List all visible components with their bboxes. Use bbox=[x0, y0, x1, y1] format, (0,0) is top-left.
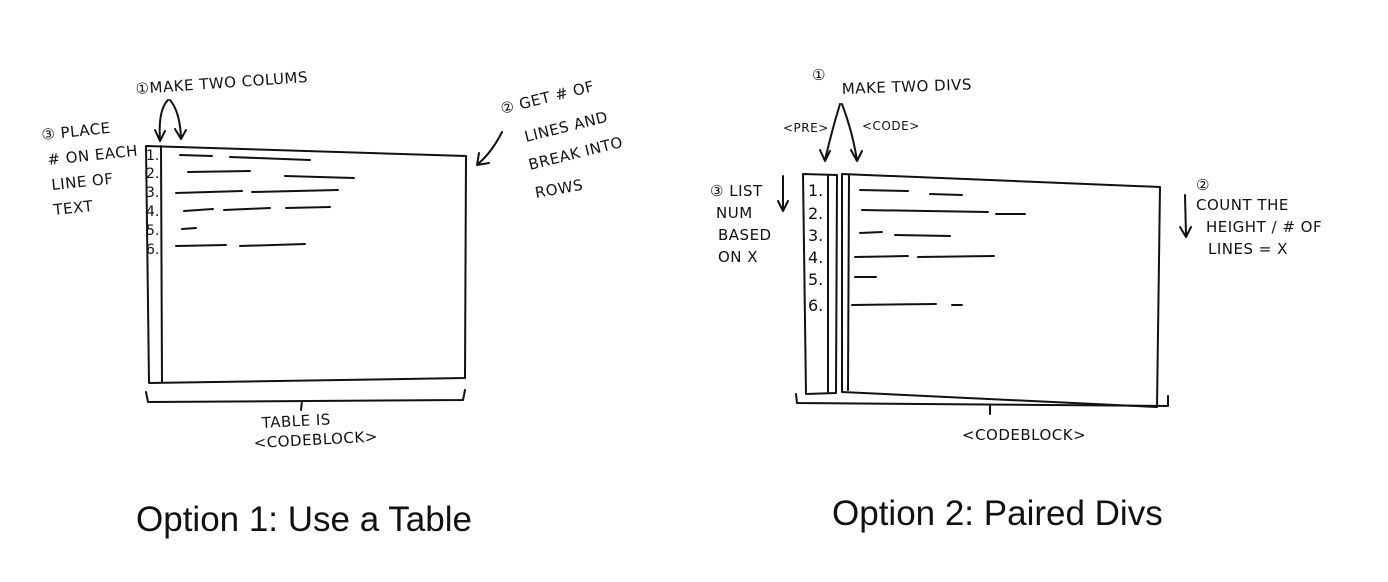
divs-bottom-note: <CODEBLOCK> bbox=[962, 426, 1086, 444]
table-line-number: 5. bbox=[146, 223, 159, 239]
step3-note-line3: BASED bbox=[718, 226, 772, 244]
option1-caption: Option 1: Use a Table bbox=[136, 500, 472, 539]
step3-note-line3: LINE OF bbox=[51, 170, 115, 194]
divs-line-number: 2. bbox=[808, 204, 823, 223]
step2-note-line1: ② GET # OF bbox=[499, 77, 597, 118]
code-label: <CODE> bbox=[862, 119, 920, 133]
step2-marker: ② bbox=[1196, 176, 1210, 194]
step2-note-line4: ROWS bbox=[534, 176, 585, 202]
divs-line-number: 1. bbox=[808, 181, 823, 200]
divs-line-number: 6. bbox=[808, 296, 823, 315]
step3-note-line1: ③ LIST bbox=[710, 182, 763, 200]
table-bottom-bracket bbox=[145, 389, 466, 411]
step3-note-line4: ON X bbox=[718, 248, 758, 266]
step1-arrow-left bbox=[154, 99, 169, 142]
pre-div-box bbox=[802, 173, 838, 395]
option2-annotations: ① MAKE TWO DIVS <PRE> <CODE> ③ LIST NUM … bbox=[710, 66, 1322, 444]
step1-note: ①MAKE TWO COLUMS bbox=[135, 68, 308, 98]
table-line-number: 2. bbox=[146, 166, 159, 182]
table-line-number: 6. bbox=[146, 242, 159, 258]
divs-bottom-bracket bbox=[795, 393, 1169, 415]
code-arrow bbox=[841, 103, 863, 162]
step2-note-line3: LINES = X bbox=[1208, 240, 1288, 258]
pre-label: <PRE> bbox=[783, 121, 829, 135]
step2-note-line2: HEIGHT / # OF bbox=[1206, 218, 1322, 236]
option2-divs-sketch bbox=[777, 103, 1192, 415]
step3-note-line2: NUM bbox=[716, 204, 753, 222]
divs-code-lines bbox=[851, 189, 1026, 306]
table-line-number: 3. bbox=[146, 185, 159, 201]
step3-note-line4: TEXT bbox=[52, 197, 95, 219]
step1-arrow-right bbox=[169, 99, 187, 140]
code-div-inner-line bbox=[847, 175, 850, 391]
table-outer-box bbox=[145, 145, 467, 384]
table-number-column-divider bbox=[160, 145, 163, 383]
step3-down-arrow bbox=[777, 175, 789, 212]
table-bottom-note-line1: TABLE IS bbox=[260, 410, 331, 432]
divs-line-number: 4. bbox=[808, 248, 823, 267]
step1-marker: ① bbox=[812, 66, 826, 84]
option2-caption: Option 2: Paired Divs bbox=[832, 494, 1163, 533]
pre-arrow bbox=[819, 103, 841, 162]
divs-line-number: 5. bbox=[808, 270, 823, 289]
divs-line-number: 3. bbox=[808, 226, 823, 245]
table-code-lines bbox=[175, 154, 355, 247]
step2-arrow bbox=[476, 131, 503, 166]
option1-table-sketch bbox=[145, 99, 503, 411]
step1-note: MAKE TWO DIVS bbox=[842, 75, 973, 98]
step3-note-line1: ③ PLACE bbox=[41, 119, 112, 144]
table-line-number: 4. bbox=[146, 204, 159, 220]
option1-annotations: ①MAKE TWO COLUMS ③ PLACE # ON EACH LINE … bbox=[41, 68, 625, 452]
step2-note-line1: COUNT THE bbox=[1196, 196, 1289, 214]
step3-note-line2: # ON EACH bbox=[47, 142, 139, 169]
step2-down-arrow bbox=[1179, 194, 1192, 238]
code-div-box bbox=[841, 173, 1161, 408]
table-line-number: 1. bbox=[146, 148, 159, 164]
